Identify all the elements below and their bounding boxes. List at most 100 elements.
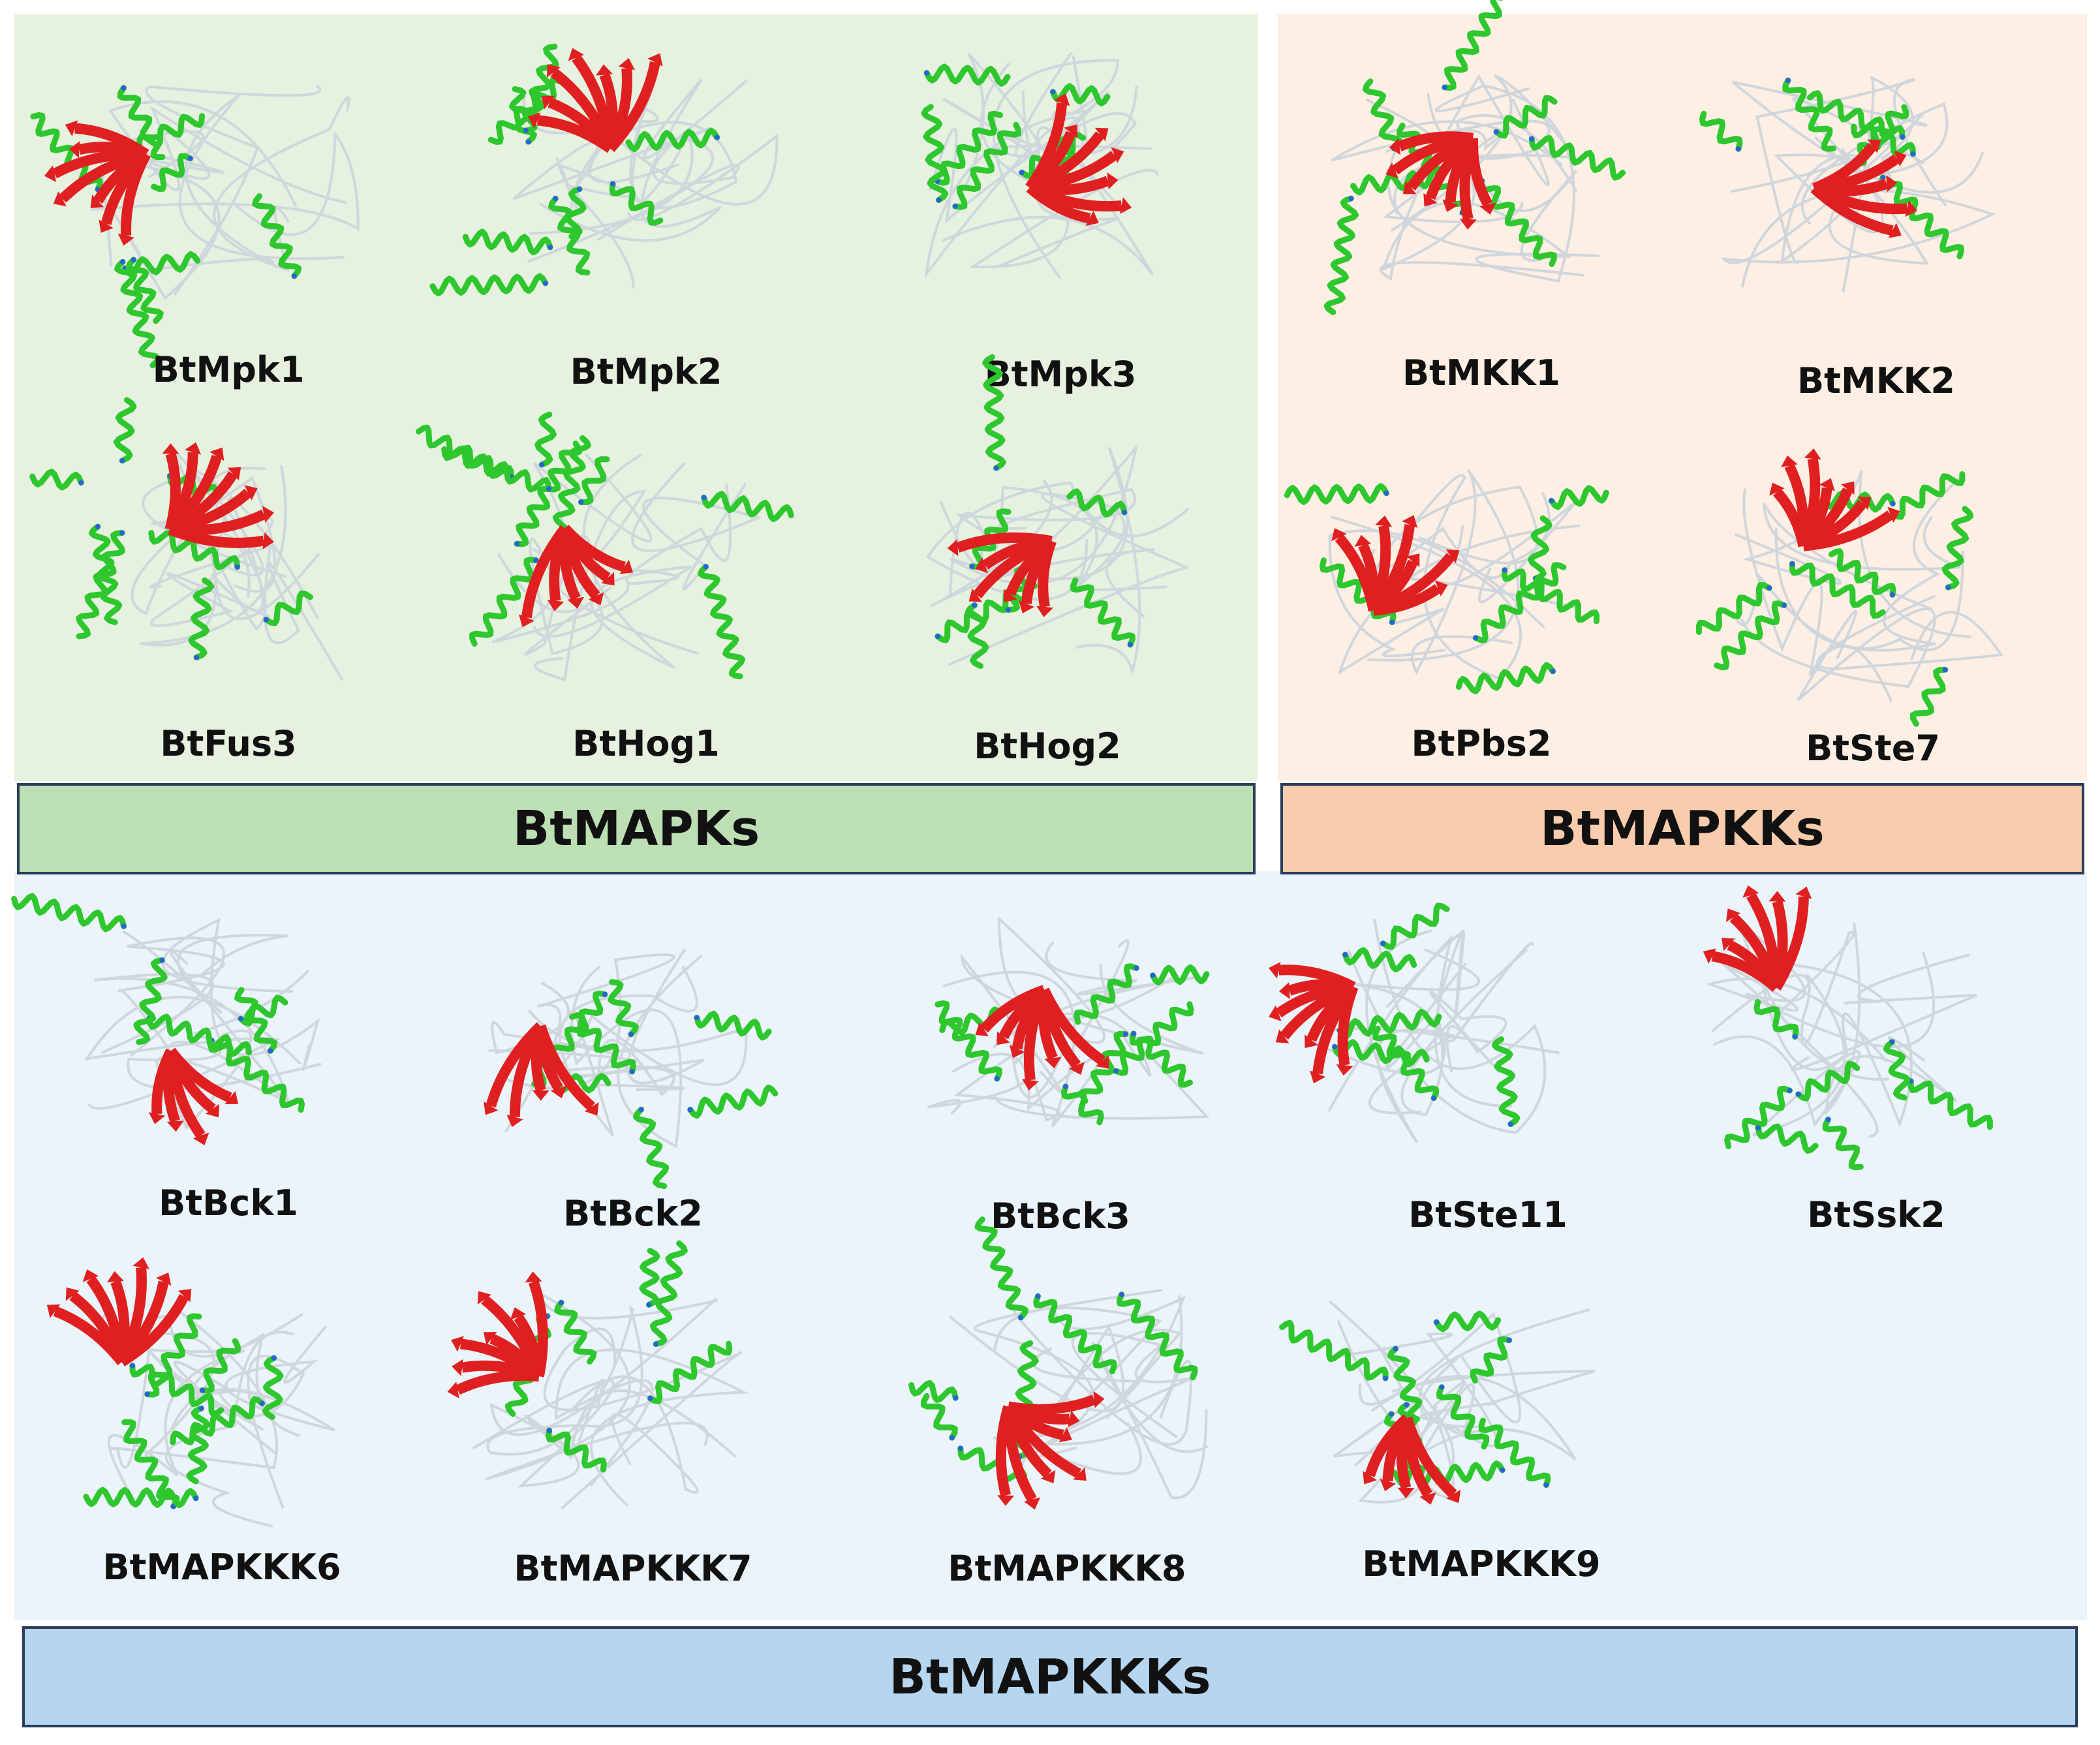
coil-loop (155, 93, 345, 271)
coil-loop (948, 492, 1188, 666)
coil-loop (564, 1039, 685, 1096)
helix (639, 1248, 660, 1308)
turn-marker (701, 495, 707, 501)
turn-marker (1787, 1088, 1793, 1094)
strand-arrowhead (44, 165, 57, 182)
coil-loop (1740, 607, 1936, 702)
helix (578, 456, 610, 505)
turn-marker (514, 541, 520, 547)
structure-btfus3 (29, 397, 359, 695)
helix (1852, 104, 1909, 166)
coil-loop (512, 127, 714, 263)
helix (1060, 1083, 1104, 1126)
strand-arrowhead (1905, 200, 1917, 217)
turn-marker (121, 923, 127, 929)
coil-loop (961, 953, 1204, 1094)
turn-marker (119, 530, 125, 536)
turn-marker (638, 1107, 644, 1113)
coil-loop (117, 936, 225, 1115)
turn-marker (694, 1015, 700, 1021)
turn-marker (949, 1435, 955, 1441)
strand-arrowhead (1894, 150, 1907, 167)
helix (133, 957, 168, 1045)
turn-marker (271, 1355, 277, 1361)
label-btpbs2: BtPbs2 (1411, 723, 1552, 764)
beta-strand (1397, 131, 1474, 151)
turn-marker (1019, 170, 1025, 176)
helix (151, 153, 193, 192)
helix (1331, 1039, 1430, 1068)
strand-arrowhead (1305, 1034, 1318, 1048)
strand-arrowhead (1781, 456, 1798, 467)
strand-arrowhead (1064, 124, 1078, 138)
strand-arrowhead (224, 1090, 239, 1105)
strand-arrowhead (527, 112, 541, 129)
helix (647, 1340, 733, 1404)
turn-marker (936, 197, 942, 203)
coil-loop (569, 132, 779, 222)
helix (462, 228, 553, 256)
structure-bthog2 (901, 354, 1207, 695)
helix (1699, 110, 1743, 152)
coil-loop (1367, 469, 1520, 675)
turn-marker (1500, 1467, 1506, 1473)
coil-loop (84, 995, 301, 1110)
strand-arrowhead (1336, 1064, 1353, 1076)
helix (1492, 1036, 1521, 1127)
strand-arrowhead (484, 1102, 499, 1115)
turn-marker (200, 1387, 206, 1393)
beta-strand (1802, 510, 1894, 551)
helix (1442, 0, 1504, 91)
strand-arrowhead (244, 485, 258, 501)
structure-btmkk2 (1699, 46, 2016, 307)
helix (1279, 1320, 1389, 1382)
strand-arrowhead (447, 1382, 459, 1398)
ribbon-svg (1323, 0, 1626, 315)
helix (114, 397, 137, 464)
strand-arrowhead (1069, 1062, 1085, 1075)
strand-arrowhead (1068, 1410, 1080, 1428)
strand-arrowhead (1442, 199, 1459, 212)
helix (186, 1405, 211, 1485)
ribbon-svg (1269, 903, 1560, 1144)
coil-loop (127, 970, 322, 1090)
ribbon-svg (29, 397, 344, 681)
strand-arrowhead (1446, 1489, 1461, 1504)
strand-arrowhead (568, 48, 584, 61)
structure-btmpk3 (888, 39, 1194, 300)
helix (29, 469, 84, 491)
beta-strand (528, 1280, 548, 1378)
strand-arrowhead (1380, 1479, 1397, 1492)
turn-marker (1389, 619, 1395, 625)
coil-loop (1815, 595, 2003, 670)
structure-btmpk1 (30, 55, 372, 369)
helix (633, 1106, 670, 1189)
turn-marker (259, 1400, 265, 1406)
structure-btmapkkk7 (447, 1240, 757, 1530)
ribbon-svg (429, 43, 779, 296)
turn-marker (953, 1395, 959, 1401)
coil-loop (161, 918, 320, 1071)
turn-marker (1393, 1346, 1398, 1351)
strand-arrowhead (1111, 147, 1124, 163)
helix (83, 1487, 199, 1508)
coil-loop (164, 1331, 294, 1528)
turn-marker (525, 139, 531, 145)
beta-strand (995, 1405, 1013, 1497)
strand-arrowhead (1435, 580, 1448, 596)
coil-loop (145, 85, 322, 296)
helix (234, 987, 278, 1054)
strand-arrowhead (193, 1132, 209, 1145)
helix (974, 1216, 1028, 1321)
structure-btmapkkk6 (46, 1257, 359, 1540)
turn-marker (610, 181, 616, 187)
helix (416, 424, 514, 480)
helix (1073, 963, 1139, 1025)
helix (554, 1299, 597, 1365)
strand-arrowhead (619, 559, 633, 574)
turn-marker (1792, 1034, 1798, 1040)
strand-arrowhead (584, 1102, 599, 1116)
turn-marker (952, 204, 958, 209)
coil-loop (1383, 126, 1524, 224)
helix (1782, 77, 1837, 152)
